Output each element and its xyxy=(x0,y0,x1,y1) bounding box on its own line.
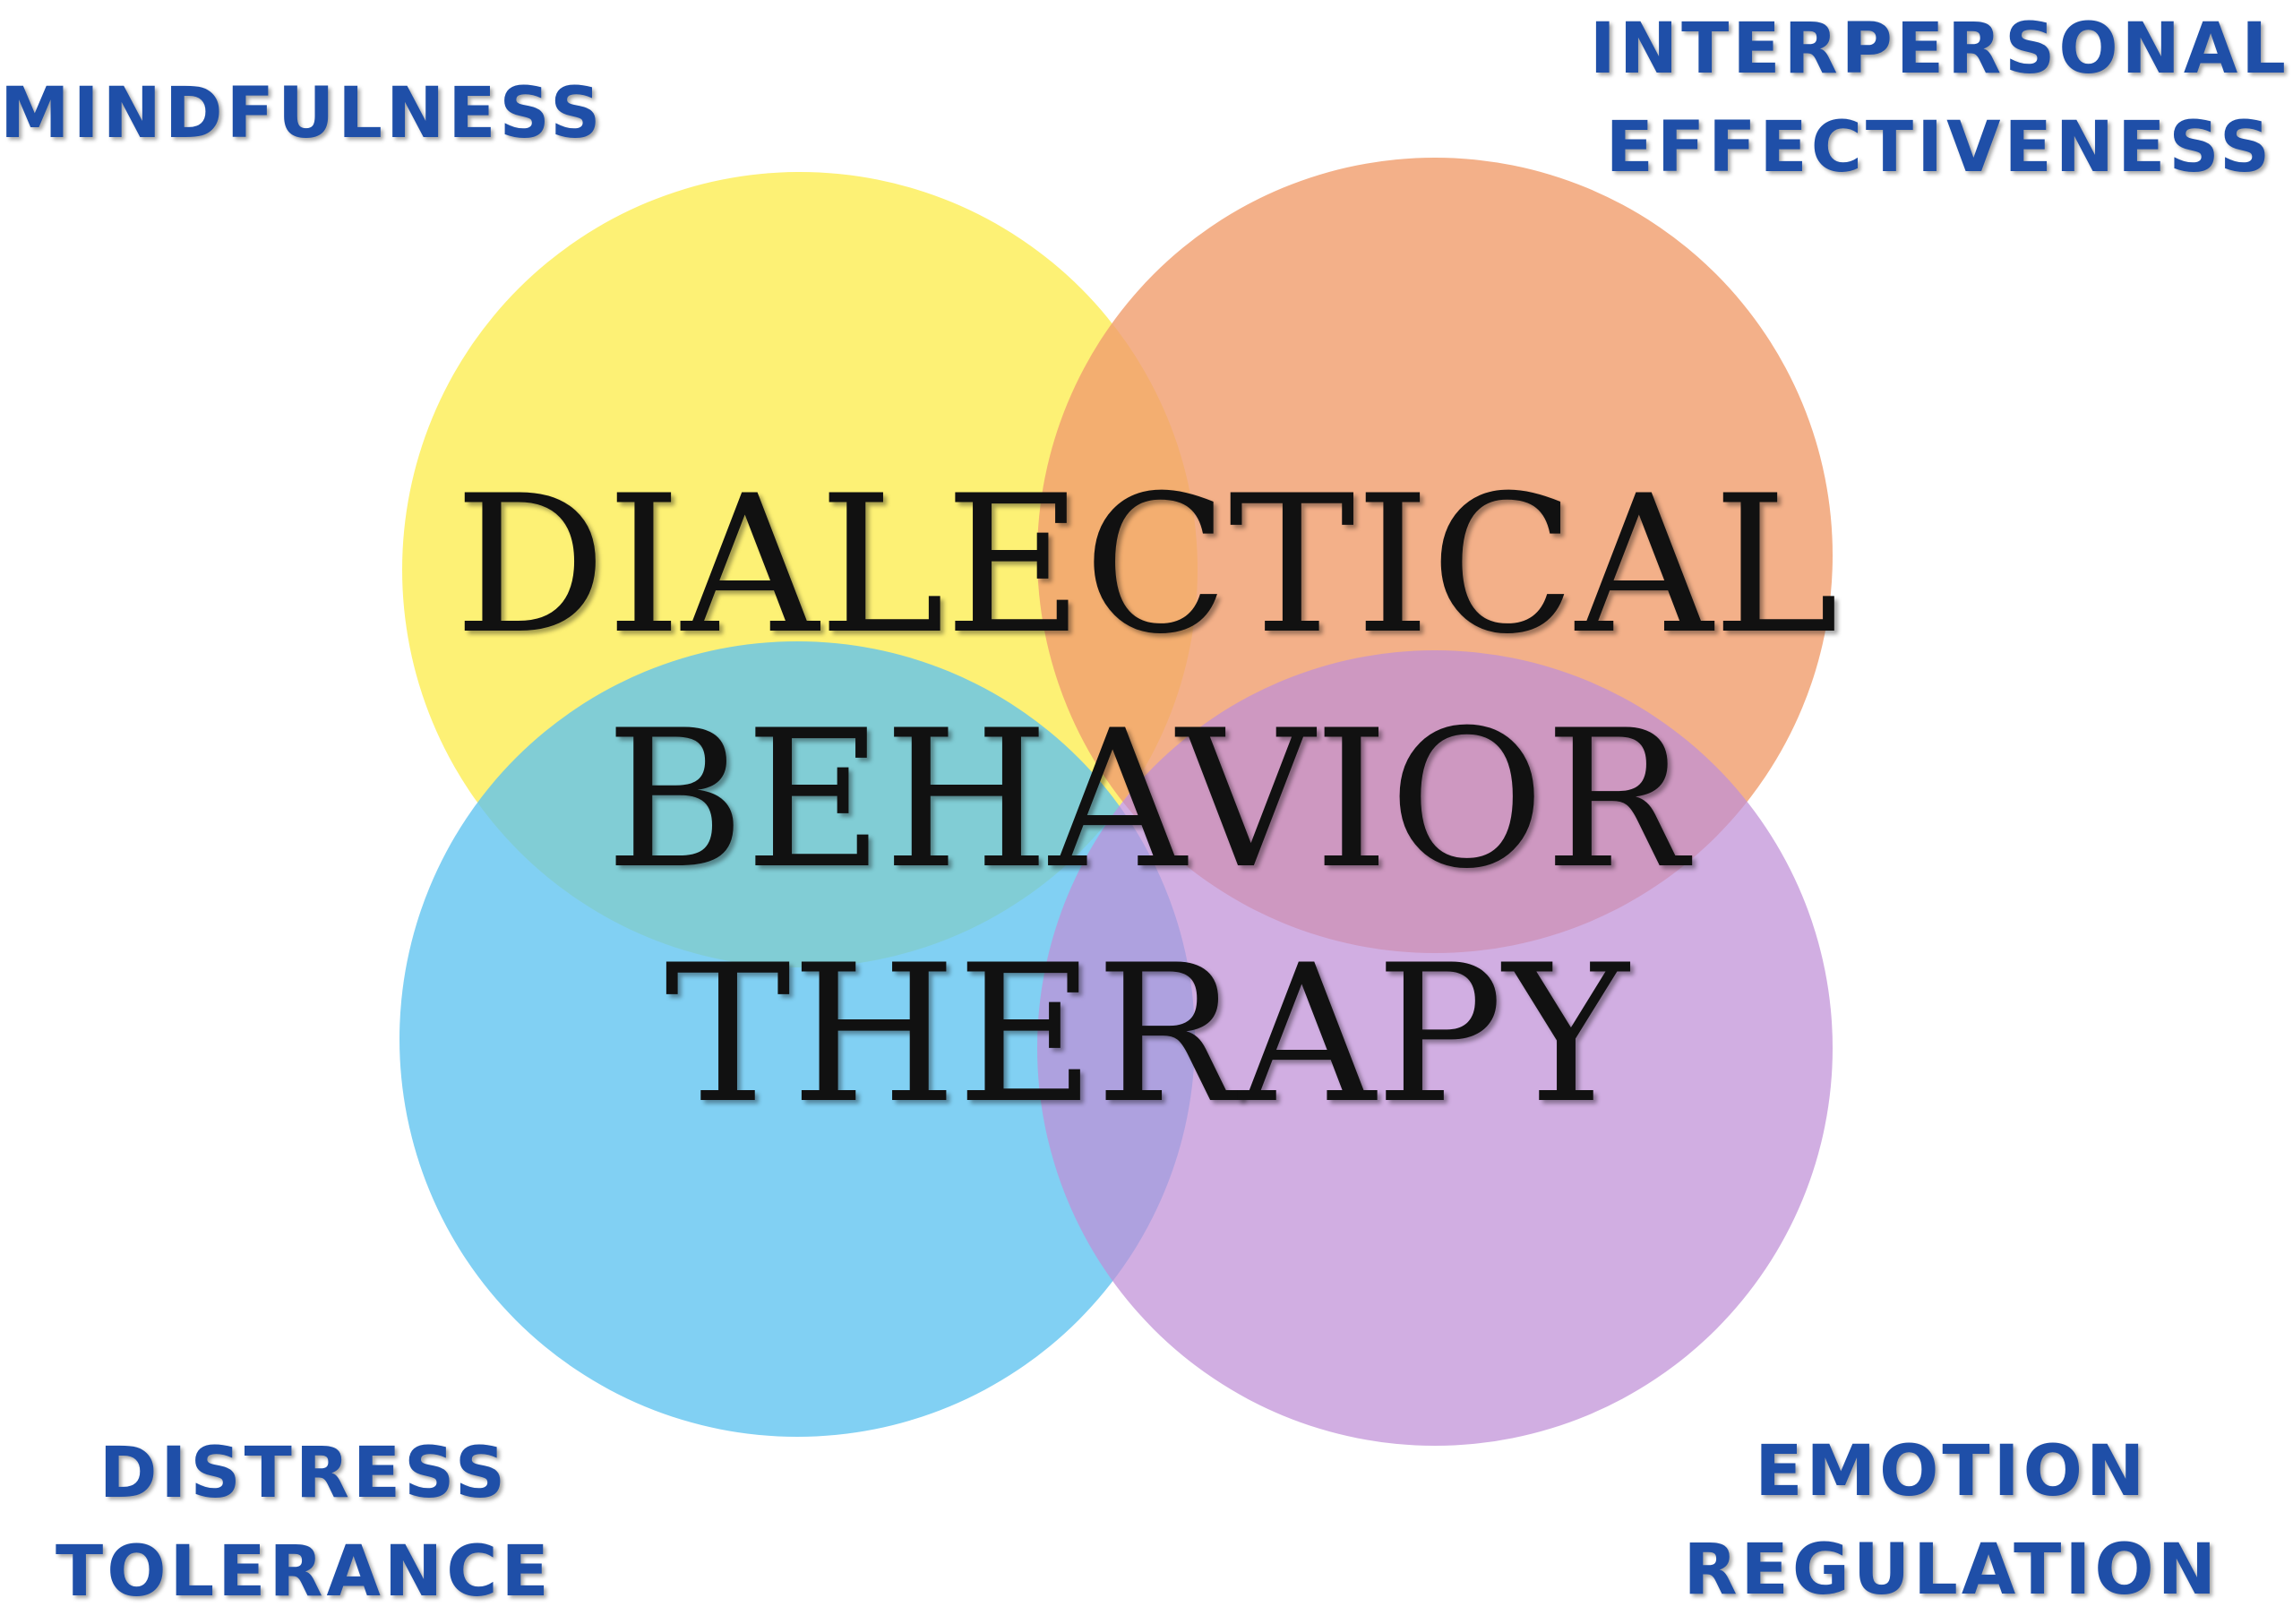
label-emotion-regulation: EMOTION REGULATION xyxy=(1683,1422,2220,1620)
label-line: MINDFULNESS xyxy=(0,73,605,154)
label-line: DISTRESS xyxy=(99,1433,510,1514)
label-line: TOLERANCE xyxy=(56,1532,553,1612)
label-line: EMOTION xyxy=(1755,1431,2149,1512)
label-interpersonal-effectiveness: INTERPERSONAL EFFECTIVENESS xyxy=(1590,0,2289,197)
label-line: REGULATION xyxy=(1683,1530,2220,1611)
circle-distress-tolerance xyxy=(399,641,1195,1437)
label-line: INTERPERSONAL xyxy=(1589,9,2289,90)
label-distress-tolerance: DISTRESS TOLERANCE xyxy=(56,1424,553,1621)
circle-emotion-regulation xyxy=(1037,650,1833,1446)
label-line: EFFECTIVENESS xyxy=(1605,107,2274,188)
label-mindfulness: MINDFULNESS xyxy=(0,64,604,163)
